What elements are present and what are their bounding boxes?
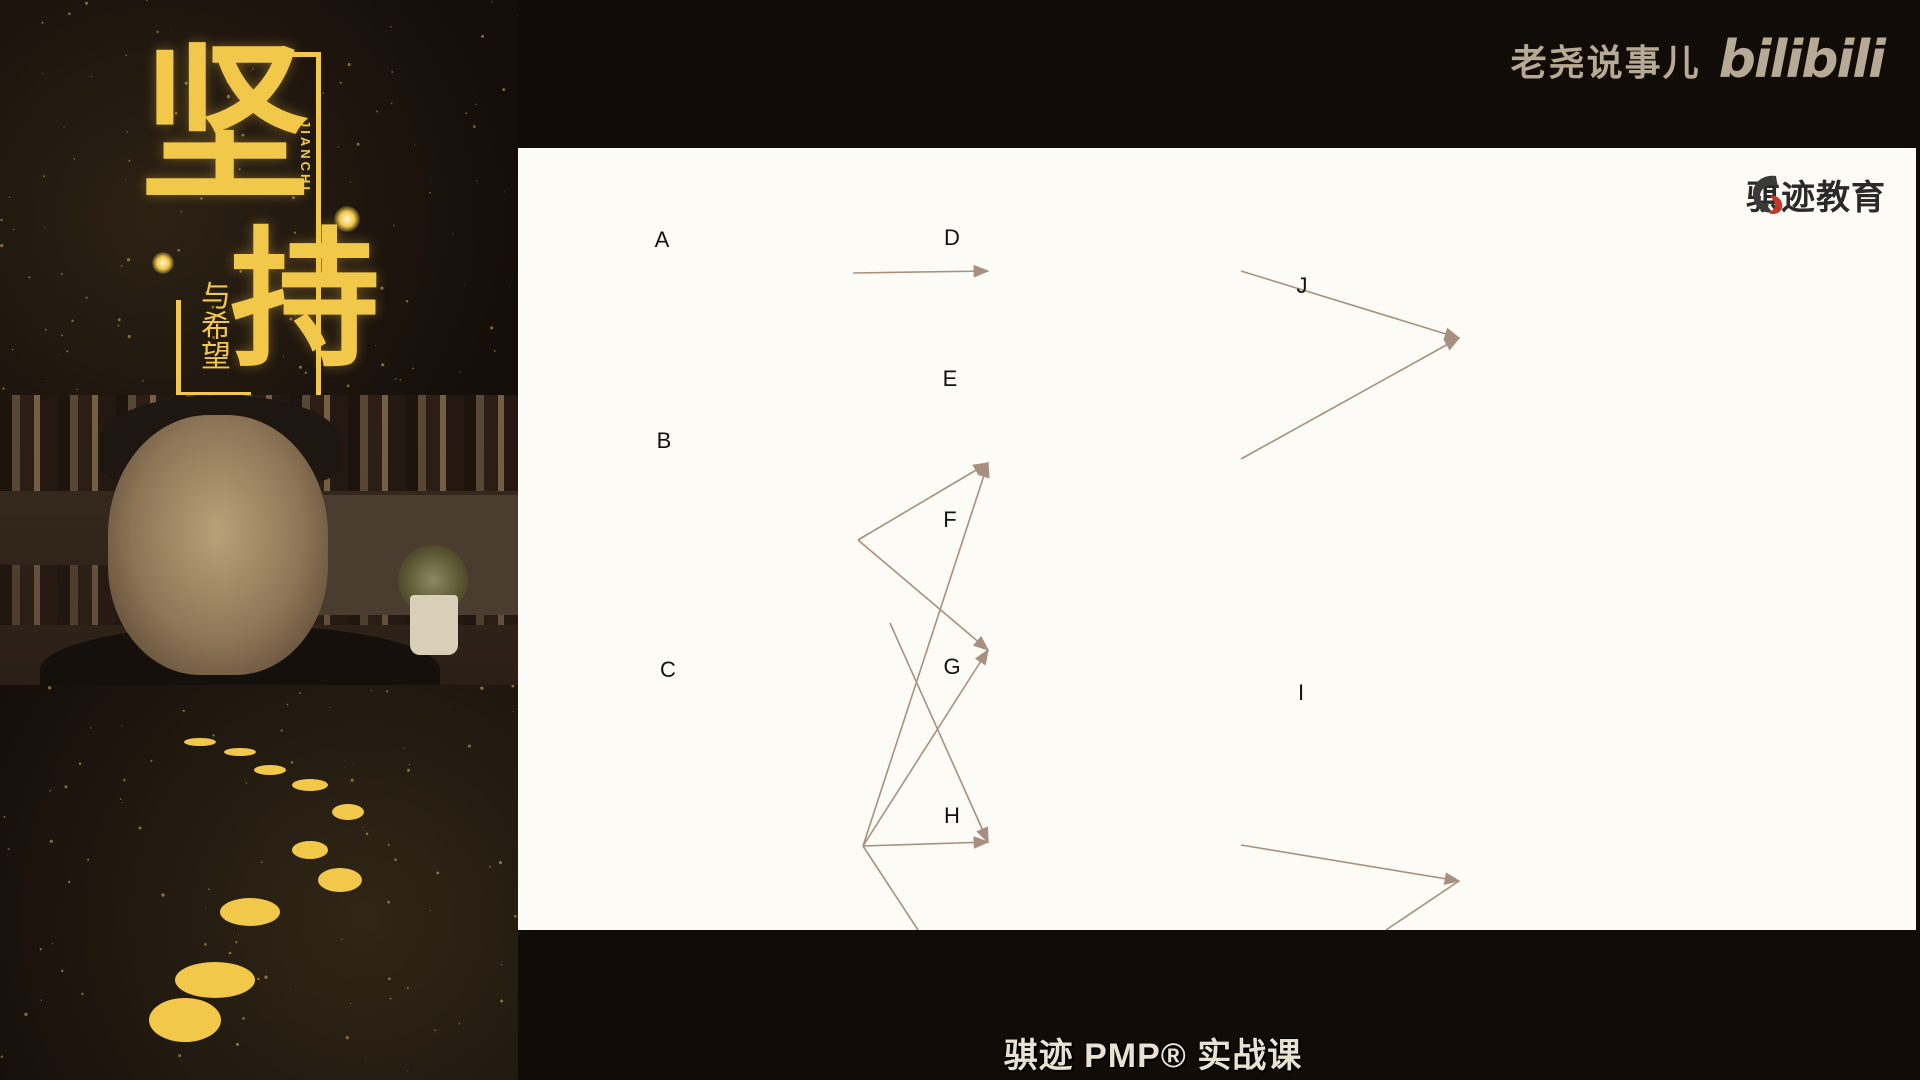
poster-title-char-2: 持	[230, 212, 380, 388]
course-caption: 骐迹 PMP® 实战课	[1003, 1037, 1303, 1075]
node-label-j: J	[1296, 273, 1308, 298]
node-label-b: B	[656, 428, 672, 453]
node-label-d: D	[944, 225, 960, 250]
node-label-g: G	[943, 654, 961, 679]
node-label-c: C	[660, 657, 676, 682]
network-diagram	[852, 264, 1461, 930]
arrow-i-lower	[1385, 880, 1460, 930]
node-label-f: F	[943, 507, 957, 532]
poster-bracket-bottom	[176, 300, 251, 397]
arrow-f-j-lower	[1240, 337, 1461, 460]
plant-pot	[410, 595, 458, 655]
qiji-logo-icon	[1752, 175, 1783, 215]
bilibili-logo-icon: bilibili	[1718, 30, 1886, 90]
poster-bracket-top	[250, 52, 321, 397]
poster-title-char-1: 坚	[140, 25, 310, 225]
presenter-face	[108, 415, 328, 675]
arrow-f-h	[889, 622, 989, 844]
poster-panel: 坚 持 JIANCHI 与希望	[0, 0, 518, 1080]
node-label-h: H	[944, 803, 960, 828]
webcam-feed	[0, 395, 518, 685]
poster-pinyin: JIANCHI	[298, 120, 313, 194]
node-label-a: A	[654, 227, 670, 252]
arrow-c-g	[862, 648, 989, 847]
arrow-c-h	[862, 836, 990, 849]
node-label-i: I	[1297, 680, 1305, 705]
glow-orb-icon	[334, 206, 360, 232]
arrow-c-down	[862, 845, 919, 930]
arrow-e-j-upper	[1240, 270, 1461, 340]
poster-title: 坚 持	[140, 40, 380, 385]
slide-logo: 骐迹教育	[1746, 170, 1886, 219]
footprints-icon	[149, 738, 364, 1042]
arrow-b-g	[857, 539, 990, 652]
arrow-h-i	[1240, 844, 1461, 885]
arrow-a-d	[852, 264, 990, 278]
node-label-e: E	[942, 366, 958, 391]
presentation-slide: 骐迹教育	[518, 148, 1916, 930]
channel-name: 老尧说事儿	[1510, 42, 1701, 83]
channel-watermark: 老尧说事儿 bilibili	[1510, 30, 1886, 90]
poster-subtitle: 与希望	[195, 280, 230, 370]
arrow-b-e	[857, 462, 990, 541]
glow-orb-icon	[152, 252, 174, 274]
arrow-c-e	[862, 461, 990, 847]
